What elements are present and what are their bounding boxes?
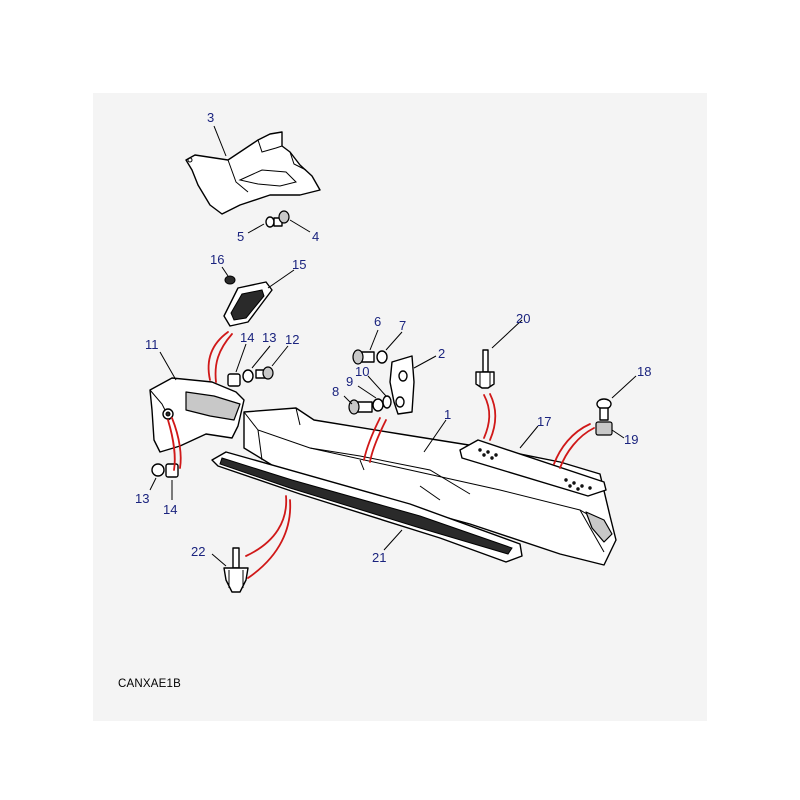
callout-2: 2 [438, 346, 445, 361]
callout-6: 6 [374, 314, 381, 329]
callout-14-lower: 14 [163, 502, 177, 517]
callout-3: 3 [207, 110, 214, 125]
callout-13-lower: 13 [135, 491, 149, 506]
part-17-tread-plate [459, 439, 607, 497]
callout-17: 17 [537, 414, 551, 429]
callout-5: 5 [237, 229, 244, 244]
callout-21: 21 [372, 550, 386, 565]
part-22-clip-fastener [223, 547, 249, 593]
part-21-trim-strip [211, 451, 523, 563]
callout-13-upper: 13 [262, 330, 276, 345]
part-2-mounting-bracket [389, 355, 415, 415]
callout-10: 10 [355, 364, 369, 379]
part-12-bolt [255, 366, 274, 380]
part-11-end-cap [149, 377, 245, 453]
part-13-washer-lower [151, 463, 165, 477]
part-8-bolt [348, 399, 373, 415]
callout-8: 8 [332, 384, 339, 399]
callout-22: 22 [191, 544, 205, 559]
callout-16: 16 [210, 252, 224, 267]
callout-19: 19 [624, 432, 638, 447]
part-14-nut-upper [227, 373, 241, 387]
part-4-bolt [273, 210, 290, 227]
part-6-bolt [352, 349, 375, 365]
part-3-upper-bracket [185, 131, 321, 215]
part-7-washer [376, 350, 388, 364]
part-9-washer [372, 398, 384, 412]
callout-12: 12 [285, 332, 299, 347]
callout-20: 20 [516, 311, 530, 326]
callout-11: 11 [145, 337, 159, 352]
callout-18: 18 [637, 364, 651, 379]
callout-9: 9 [346, 374, 353, 389]
fitting-indicator-lines [167, 331, 595, 579]
part-14-nut-lower [165, 463, 179, 478]
callout-15: 15 [292, 257, 306, 272]
part-18-bolt [596, 398, 612, 421]
callout-1: 1 [444, 407, 451, 422]
leader-lines [149, 125, 637, 567]
part-5-washer [265, 216, 275, 228]
part-20-push-fastener [475, 349, 495, 389]
part-15-step-pad [223, 281, 273, 327]
part-16-clip [224, 275, 236, 285]
part-19-nut [595, 421, 613, 436]
callout-labels: 3 5 4 16 15 11 14 13 12 13 14 6 7 2 8 9 … [135, 110, 651, 565]
part-13-washer-upper [242, 369, 254, 383]
callout-14-upper: 14 [240, 330, 254, 345]
callout-7: 7 [399, 318, 406, 333]
part-10-washer [382, 395, 392, 409]
drawing-code: CANXAE1B [118, 678, 181, 690]
callout-4: 4 [312, 229, 319, 244]
